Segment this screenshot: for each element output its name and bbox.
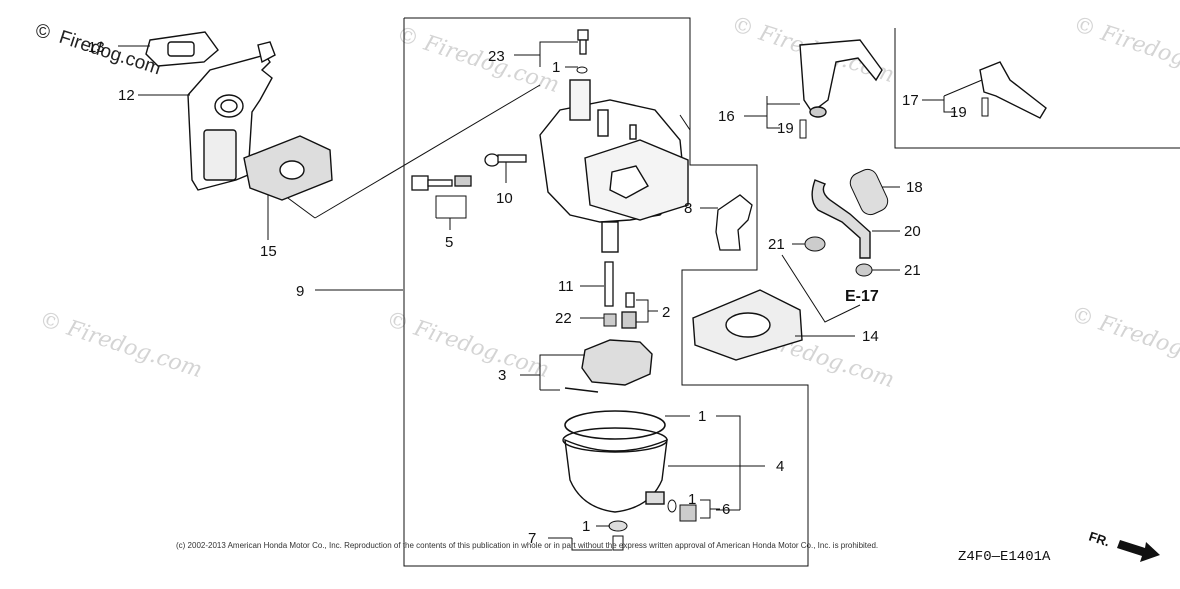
callout-18: 18 bbox=[906, 179, 923, 196]
watermark: © Firedog.com bbox=[383, 307, 552, 383]
part-12-insulator bbox=[187, 41, 276, 191]
part-1-drain-washer bbox=[667, 499, 677, 513]
part-11-main-nozzle bbox=[604, 261, 614, 307]
assembly-boundaries bbox=[249, 17, 1180, 567]
front-direction-label: FR. bbox=[1087, 529, 1112, 550]
callout-1-drain: 1 bbox=[688, 491, 696, 508]
part-18-tube bbox=[849, 168, 889, 216]
callout-1-gasket: 1 bbox=[698, 408, 706, 425]
callout-19-left: 19 bbox=[777, 120, 794, 137]
callout-11: 11 bbox=[558, 278, 574, 295]
callout-1-bolt: 1 bbox=[582, 518, 590, 535]
callout-8: 8 bbox=[684, 200, 692, 217]
part-13-gasket bbox=[145, 31, 219, 67]
callout-22: 22 bbox=[555, 310, 572, 327]
callout-2: 2 bbox=[662, 304, 670, 321]
part-2-spring bbox=[621, 292, 637, 329]
part-21-clip bbox=[804, 236, 826, 252]
part-23-screw bbox=[577, 29, 589, 55]
callout-4: 4 bbox=[776, 458, 784, 475]
callout-13: 13 bbox=[88, 39, 105, 56]
part-8-clip bbox=[715, 194, 753, 251]
part-3-float bbox=[564, 339, 653, 393]
callout-21-lower: 21 bbox=[904, 262, 921, 279]
brand-symbol: © bbox=[36, 22, 50, 43]
callout-14: 14 bbox=[862, 328, 879, 345]
callout-19-right: 19 bbox=[950, 104, 967, 121]
callout-labels: 13 12 15 9 23 1 10 5 11 22 2 3 1 4 1 6 1… bbox=[88, 39, 967, 547]
watermark: © Firedog.com bbox=[1068, 302, 1180, 378]
part-22-main-jet bbox=[603, 313, 617, 327]
part-5-pilot-screw bbox=[411, 175, 472, 191]
callout-21-upper: 21 bbox=[768, 236, 785, 253]
part-19-pin-2 bbox=[981, 97, 989, 117]
watermark: © Firedog.com bbox=[1070, 12, 1180, 88]
callout-5: 5 bbox=[445, 234, 453, 251]
callout-16: 16 bbox=[718, 108, 735, 125]
front-direction-indicator: FR. bbox=[1087, 529, 1160, 562]
callout-9: 9 bbox=[296, 283, 304, 300]
part-7-bolt bbox=[612, 535, 624, 551]
watermark: © Firedog.com bbox=[36, 307, 205, 383]
part-4-float-chamber bbox=[562, 427, 668, 513]
part-1-bolt-washer bbox=[608, 520, 628, 532]
part-1-float-chamber-gasket bbox=[564, 410, 666, 440]
callout-1-washer: 1 bbox=[552, 59, 560, 76]
callout-7: 7 bbox=[528, 530, 536, 547]
front-arrow-icon bbox=[1117, 540, 1160, 562]
callout-3: 3 bbox=[498, 367, 506, 384]
callout-6: 6 bbox=[722, 501, 730, 518]
copyright-notice: (c) 2002-2013 American Honda Motor Co., … bbox=[176, 541, 878, 550]
callout-10: 10 bbox=[496, 190, 513, 207]
part-19-pin bbox=[799, 119, 807, 139]
part-15-gasket bbox=[243, 135, 333, 201]
callout-20: 20 bbox=[904, 223, 921, 240]
part-6-drain-bolt bbox=[679, 504, 697, 522]
leader-lines bbox=[118, 41, 983, 551]
part-1-washer bbox=[576, 66, 588, 74]
callout-15: 15 bbox=[260, 243, 277, 260]
part-16-choke-lever bbox=[799, 39, 883, 118]
part-20-fuel-hose bbox=[811, 179, 871, 259]
part-14-gasket bbox=[692, 289, 803, 361]
part-17-lever bbox=[979, 61, 1047, 119]
section-reference: E-17 bbox=[845, 288, 879, 305]
callout-12: 12 bbox=[118, 87, 135, 104]
part-21-clip-2 bbox=[855, 263, 873, 277]
part-10-screw bbox=[484, 153, 527, 167]
callout-23: 23 bbox=[488, 48, 505, 65]
part-9-carburetor-body bbox=[539, 79, 689, 253]
callout-17: 17 bbox=[902, 92, 919, 109]
diagram-code: Z4F0—E1401A bbox=[958, 549, 1051, 565]
